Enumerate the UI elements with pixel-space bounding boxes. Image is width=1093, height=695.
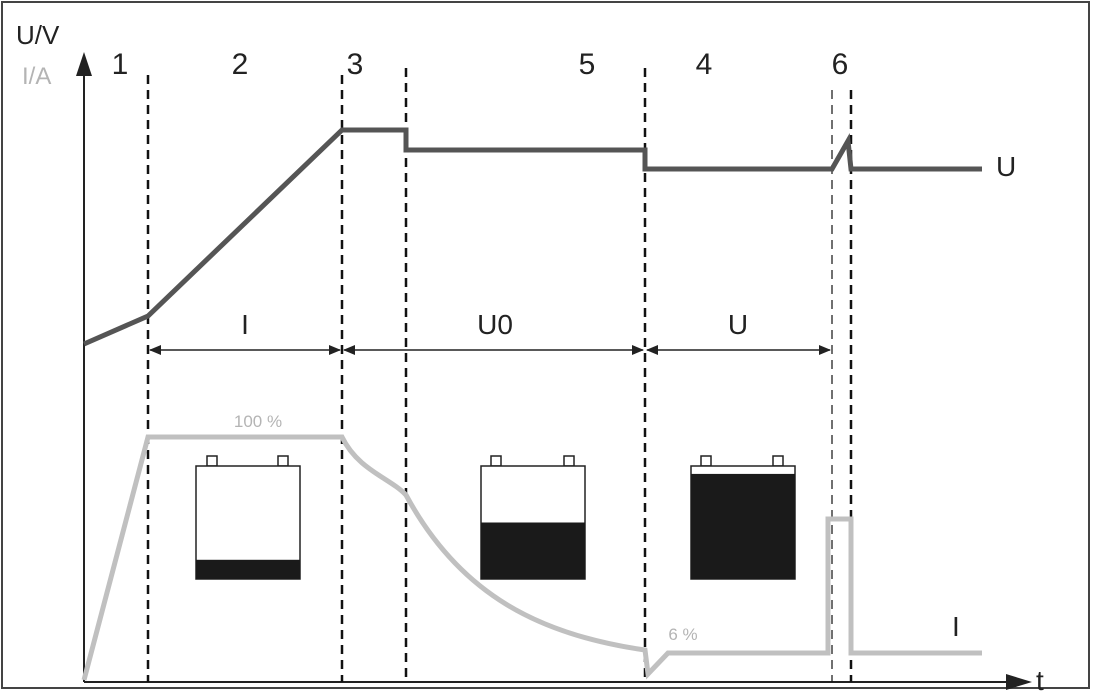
phase-number: 3 [347,48,364,81]
phase-number: 6 [832,48,849,81]
segment-label: U [728,309,748,340]
current-curve-label: I [952,611,960,642]
phase-boundaries [146,68,853,682]
phase-number: 1 [112,48,129,81]
battery-charge-fill [691,473,795,579]
battery-icon [480,455,586,580]
y-axis-label-current: I/A [22,63,51,90]
x-axis-label: t [1036,665,1044,695]
full-current-annotation: 100 % [234,412,282,431]
axes: U/V I/A t [16,20,1044,695]
battery-icon [195,455,301,580]
segment-ranges: I U0 U [149,309,831,355]
current-curve [81,434,982,681]
x-axis-arrowhead [1006,674,1032,690]
segment-label: U0 [477,309,513,340]
y-axis-label-voltage: U/V [16,20,60,50]
y-axis-arrowhead [76,52,92,76]
phase-number: 2 [232,48,249,81]
phase-number: 5 [579,48,596,81]
float-current-annotation: 6 % [668,625,697,644]
battery-charge-fill [196,559,300,579]
segment-label: I [241,309,249,340]
phase-numbers: 1 2 3 5 4 6 [112,48,849,81]
voltage-curve [82,127,982,347]
battery-icon [690,455,796,580]
voltage-curve-label: U [996,151,1016,182]
phase-number: 4 [696,48,713,81]
battery-charge-fill [481,522,585,579]
